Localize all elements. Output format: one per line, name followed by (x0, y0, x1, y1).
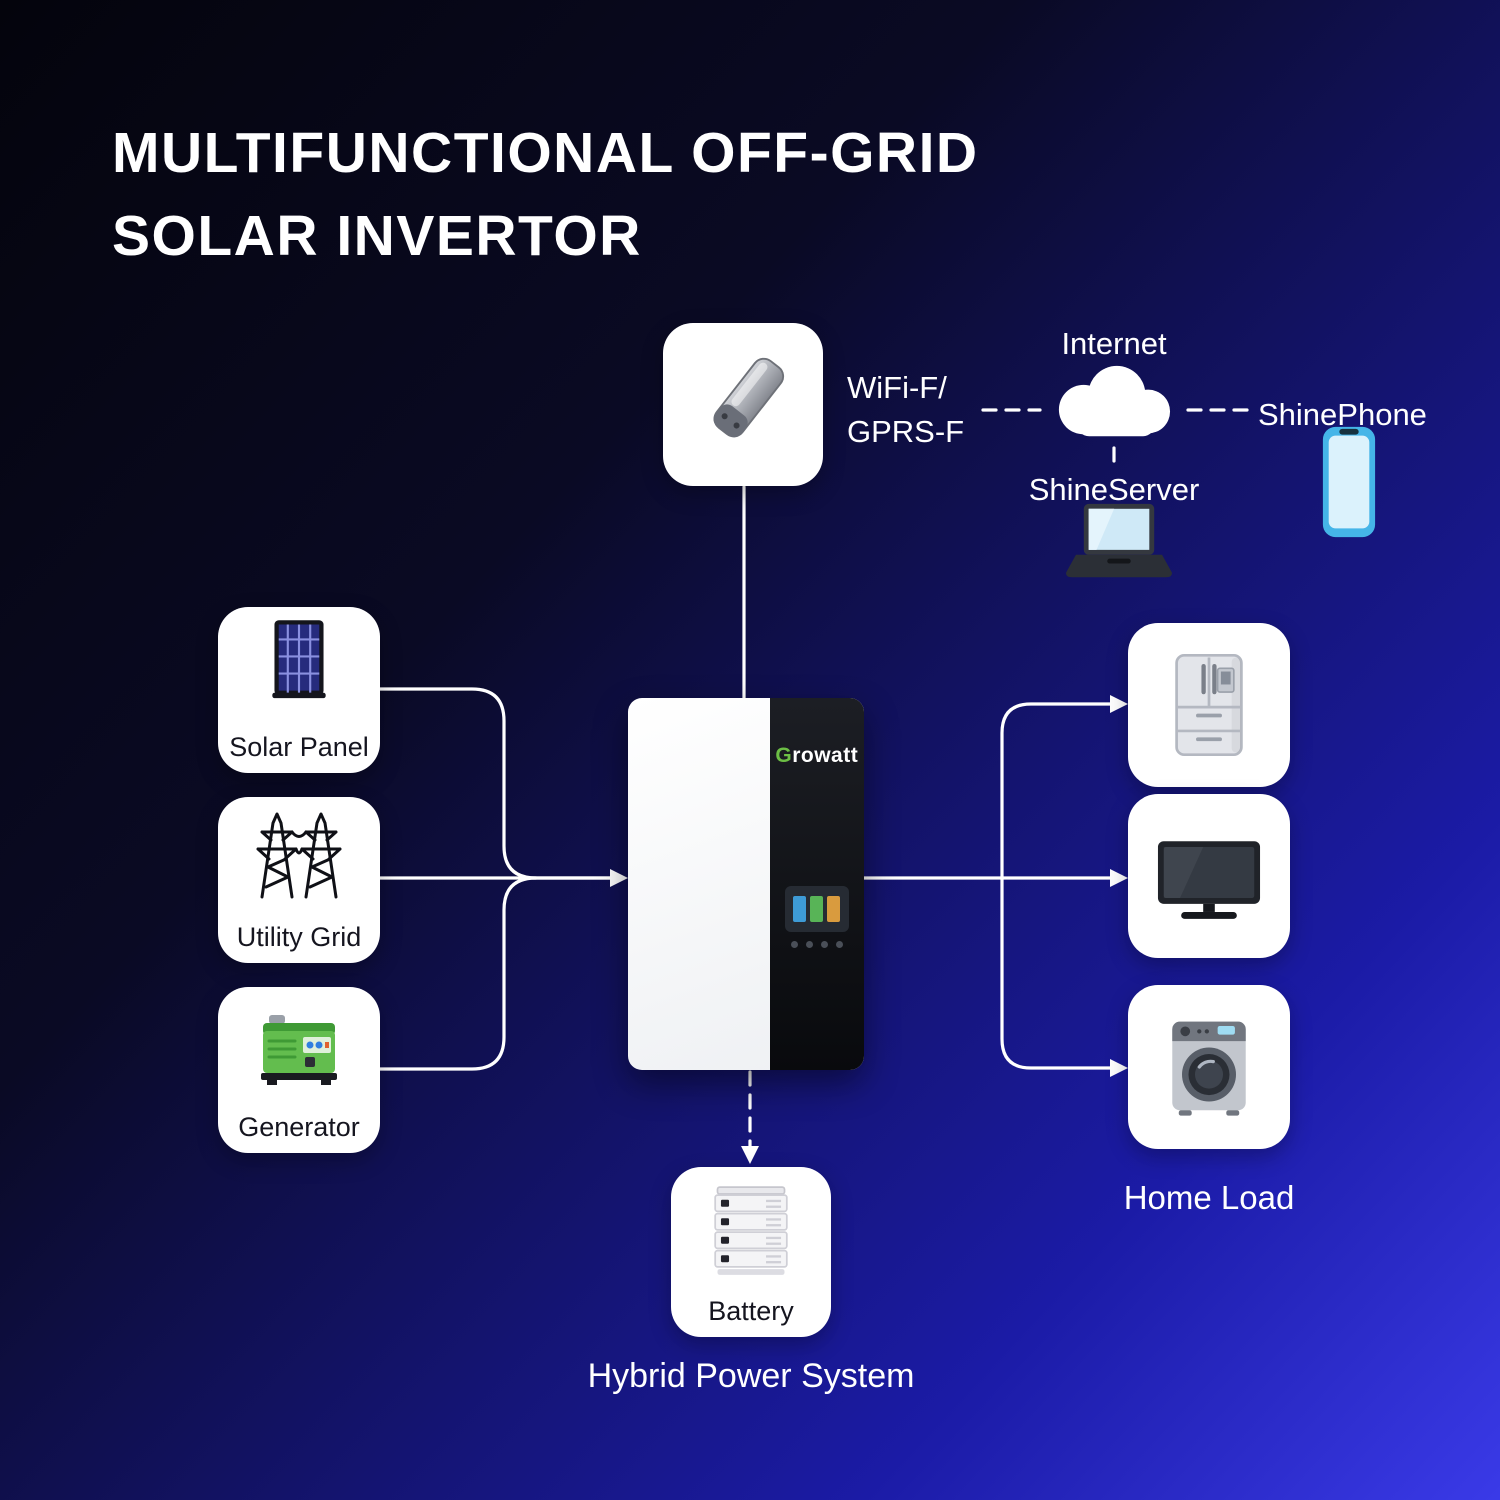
arrow-into-tv (1110, 869, 1128, 887)
shinephone-label: ShinePhone (1258, 397, 1427, 432)
wire-branch-washer (1000, 876, 1114, 1070)
wire-generator-to-inverter (378, 876, 538, 1071)
dongle-label: WiFi-F/ GPRS-F (847, 366, 964, 454)
solar-panel-label: Solar Panel (229, 732, 369, 762)
smartphone-icon (1322, 426, 1376, 538)
utility-grid-icon (256, 812, 342, 899)
arrow-into-fridge (1110, 695, 1128, 713)
title-line-2: SOLAR INVERTOR (112, 203, 642, 268)
internet-label: Internet (1061, 326, 1167, 361)
arrow-into-inverter (610, 869, 628, 887)
laptop-icon (1066, 503, 1172, 578)
battery-card: Battery (671, 1167, 831, 1337)
generator-label: Generator (238, 1112, 360, 1142)
refrigerator-icon (1175, 653, 1243, 757)
wifi-dongle-icon (713, 357, 785, 437)
refrigerator-card (1128, 623, 1290, 787)
dongle-label-line2: GPRS-F (847, 414, 965, 450)
cloud-icon (1058, 365, 1171, 437)
wire-branch-fridge (1000, 702, 1114, 880)
inverter-display (784, 886, 849, 932)
wifi-dongle-card (663, 323, 823, 486)
dongle-label-line1: WiFi-F/ (847, 370, 947, 405)
television-icon (1157, 841, 1261, 919)
battery-label: Battery (708, 1296, 794, 1326)
inverter-device: Growatt (628, 698, 864, 1070)
page-title: MULTIFUNCTIONAL OFF-GRID SOLAR INVERTOR (112, 112, 979, 277)
wire-solar-to-inverter (378, 687, 614, 880)
washing-machine-icon (1172, 1021, 1246, 1116)
growatt-logo-rest: rowatt (792, 744, 859, 767)
television-card (1128, 794, 1290, 958)
battery-stack-icon (714, 1186, 788, 1275)
generator-card: Generator (218, 987, 380, 1153)
washing-machine-card (1128, 985, 1290, 1149)
shineserver-label: ShineServer (1028, 472, 1200, 507)
arrow-into-battery (741, 1146, 759, 1164)
hybrid-power-system-caption: Hybrid Power System (587, 1357, 915, 1395)
utility-grid-label: Utility Grid (236, 922, 362, 952)
solar-panel-card: Solar Panel (218, 607, 380, 773)
arrow-into-washer (1110, 1059, 1128, 1077)
inverter-buttons (790, 941, 843, 948)
growatt-logo: Growatt (775, 744, 858, 768)
home-load-label: Home Load (1123, 1179, 1295, 1216)
utility-grid-card: Utility Grid (218, 797, 380, 963)
inverter-front-panel: Growatt (769, 698, 864, 1070)
generator-icon (261, 1015, 337, 1085)
growatt-logo-letter: G (775, 744, 793, 767)
solar-panel-icon (272, 620, 326, 699)
title-line-1: MULTIFUNCTIONAL OFF-GRID (112, 121, 979, 185)
